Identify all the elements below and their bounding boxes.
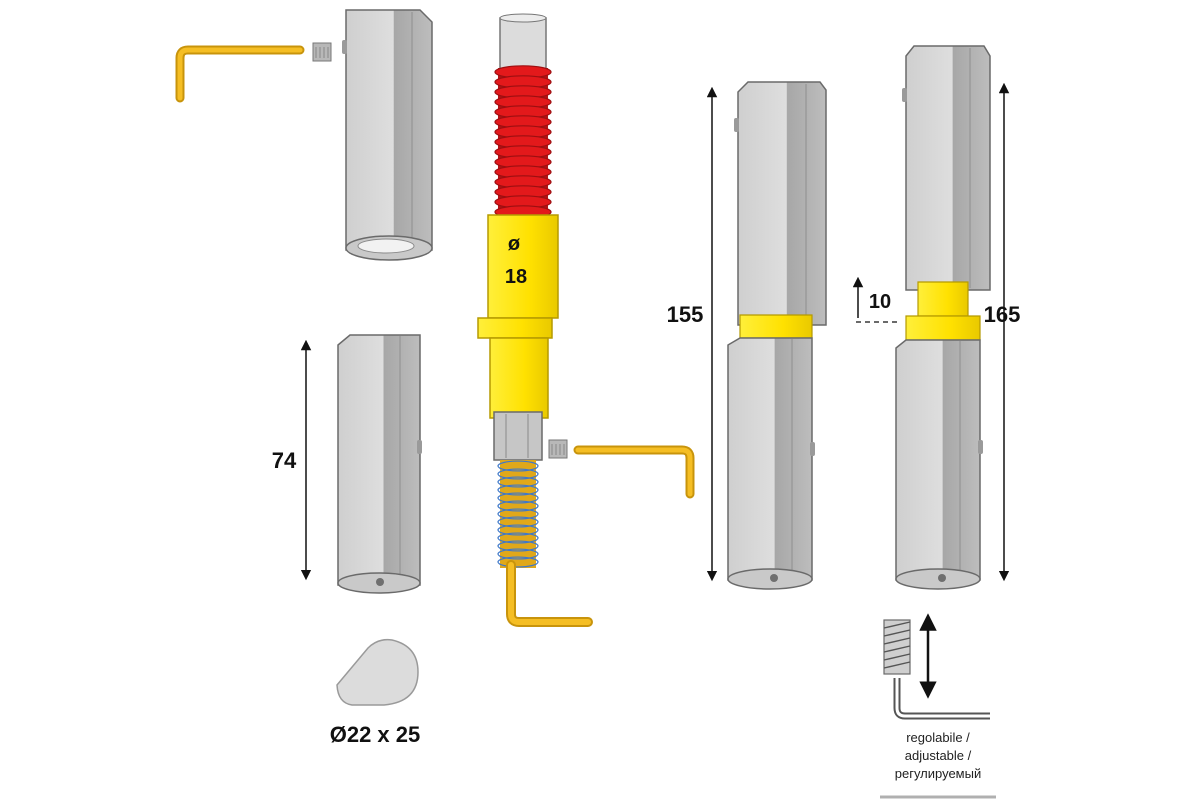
spring-coil	[497, 532, 539, 544]
grey-nut	[493, 411, 543, 461]
hex-key-middle	[573, 445, 695, 499]
blue-spring-core	[500, 460, 536, 568]
adjustable-note-ru: регулируемый	[895, 766, 981, 781]
spring-coil	[497, 476, 539, 488]
spring-coil	[497, 540, 539, 552]
adjustable-note-it: regolabile /	[906, 730, 970, 745]
profile-shape	[336, 638, 419, 706]
spring-coil	[497, 500, 539, 512]
grub-screw-top	[312, 42, 332, 62]
yellow-collar	[477, 214, 559, 419]
hex-key-bottom	[506, 560, 593, 627]
grub-screw-middle	[548, 439, 568, 459]
adjustable-icon	[880, 613, 996, 799]
profile-size: Ø22 x 25	[330, 722, 421, 747]
assembled-hinge	[727, 81, 827, 590]
adjustment-indicator	[852, 276, 900, 323]
upper-knuckle	[342, 9, 433, 261]
adjustable-note-en: adjustable /	[905, 748, 972, 763]
adjusted-hinge	[895, 45, 991, 590]
spring-coil	[497, 460, 539, 472]
spring-coil	[497, 516, 539, 528]
pin-assembly	[499, 13, 547, 74]
top-knuckle-length: 74	[272, 448, 297, 473]
assembled-height: 155	[667, 302, 704, 327]
red-spring	[494, 65, 552, 219]
lower-knuckle	[337, 334, 422, 594]
spring-coil	[497, 468, 539, 480]
spring-coil	[497, 508, 539, 520]
spring-coil	[497, 556, 539, 568]
blue-spring	[497, 460, 539, 568]
spring-coil	[497, 492, 539, 504]
spring-coil	[497, 484, 539, 496]
pin-diameter-symbol: ø	[508, 233, 521, 255]
pin-diameter-value: 18	[505, 266, 527, 288]
spring-coil	[497, 524, 539, 536]
adjustment-travel: 10	[869, 291, 891, 313]
hex-key-top	[175, 45, 305, 103]
adjusted-height: 165	[984, 302, 1021, 327]
spring-coil	[497, 548, 539, 560]
